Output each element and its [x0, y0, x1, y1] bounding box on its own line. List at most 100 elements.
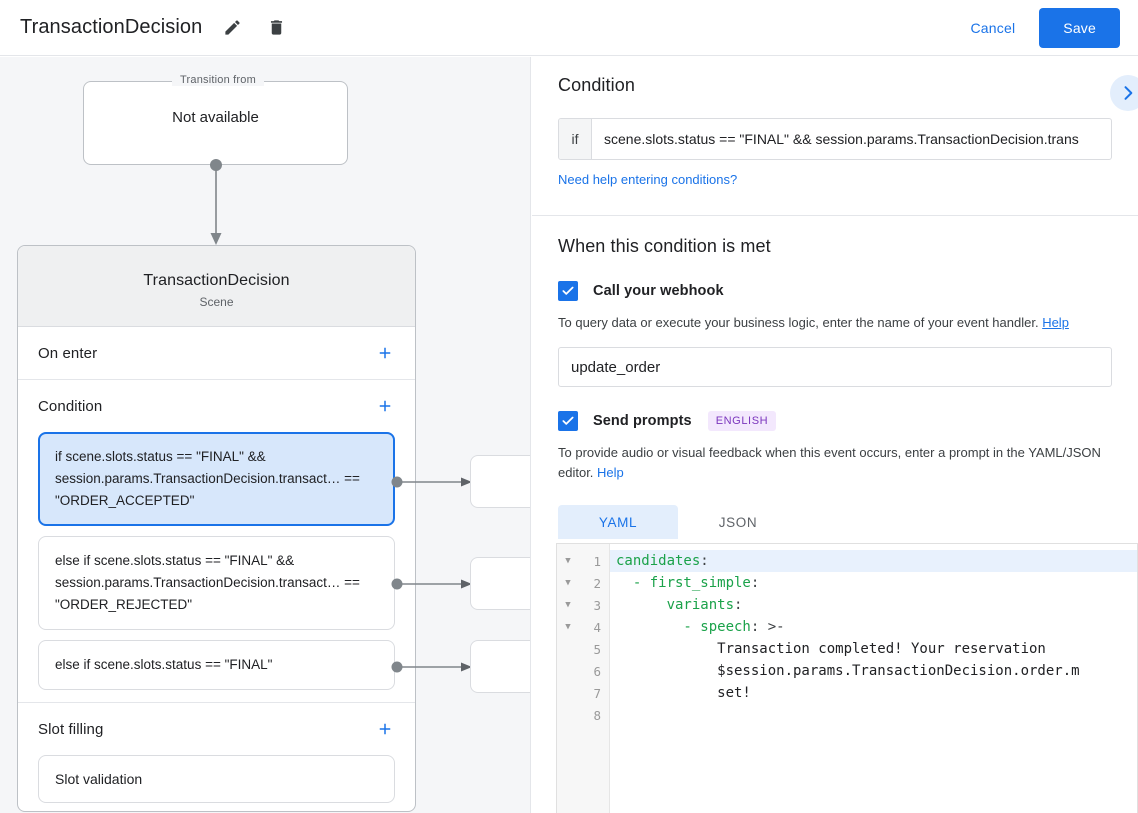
code-line[interactable]	[610, 704, 1137, 726]
line-number: 4	[593, 619, 601, 635]
transition-to-node[interactable]: Transition to TransactionDecision Scene …	[17, 245, 416, 812]
fold-triangle-icon[interactable]: ▼	[565, 577, 571, 588]
code-line[interactable]: candidates:	[610, 550, 1137, 572]
section-slot-filling: Slot filling Slot validation	[18, 703, 415, 811]
yaml-key-token: - first_simple	[616, 575, 751, 591]
gutter-row: ▼2	[557, 572, 609, 594]
yaml-key-token: variants	[616, 597, 735, 613]
transition-from-node[interactable]: Transition from Not available	[83, 74, 348, 165]
tab-json[interactable]: JSON	[718, 514, 758, 530]
when-condition-met-section: When this condition is met Call your web…	[532, 216, 1138, 539]
top-app-bar: TransactionDecision Cancel Save	[0, 0, 1138, 56]
scene-type-label: Scene	[199, 295, 234, 309]
prompts-help-link[interactable]: Help	[597, 465, 624, 480]
gutter-row: ▼3	[557, 594, 609, 616]
gutter-row: 8	[557, 704, 609, 726]
line-number: 5	[593, 641, 601, 657]
section-on-enter-title: On enter	[38, 344, 98, 362]
call-webhook-label: Call your webhook	[593, 283, 724, 299]
code-line[interactable]: - speech: >-	[610, 616, 1137, 638]
section-condition: Condition if scene.slots.status == "FINA…	[18, 380, 415, 703]
condition-help-link[interactable]: Need help entering conditions?	[558, 172, 738, 187]
page-title: TransactionDecision	[20, 16, 203, 38]
scene-card-header: TransactionDecision Scene	[18, 246, 415, 327]
line-number: 1	[593, 553, 601, 569]
transition-from-legend: Transition from	[172, 74, 264, 86]
webhook-helper-prefix: To query data or execute your business l…	[558, 315, 1043, 330]
condition-editor-section: Condition if Need help entering conditio…	[532, 57, 1138, 216]
code-line[interactable]: - first_simple:	[610, 572, 1137, 594]
code-line[interactable]: Transaction completed! Your reservation	[610, 638, 1137, 660]
line-number: 6	[593, 663, 601, 679]
yaml-punct-token: :	[700, 553, 709, 569]
yaml-punct-token: :	[734, 597, 743, 613]
cancel-button[interactable]: Cancel	[957, 11, 1030, 45]
line-number: 7	[593, 685, 601, 701]
when-met-heading: When this condition is met	[558, 236, 771, 256]
call-webhook-row: Call your webhook	[558, 281, 1112, 301]
condition-input-row[interactable]: if	[558, 118, 1112, 160]
condition-heading: Condition	[558, 75, 635, 95]
section-slot-filling-title: Slot filling	[38, 720, 104, 738]
add-slot-filling-icon[interactable]	[375, 719, 395, 739]
condition-item-1[interactable]: else if scene.slots.status == "FINAL" &&…	[38, 536, 395, 630]
call-webhook-checkbox[interactable]	[558, 281, 578, 301]
target-node-stub-2[interactable]	[470, 640, 530, 693]
webhook-helper-text: To query data or execute your business l…	[558, 313, 1112, 333]
gutter-row: 7	[557, 682, 609, 704]
gutter-row: 5	[557, 638, 609, 660]
code-line[interactable]: variants:	[610, 594, 1137, 616]
scene-graph-canvas[interactable]: Transition from Not available Transition…	[0, 57, 531, 813]
fold-triangle-icon[interactable]: ▼	[565, 621, 571, 632]
section-on-enter: On enter	[18, 327, 415, 380]
add-on-enter-icon[interactable]	[375, 343, 395, 363]
prompts-helper-text: To provide audio or visual feedback when…	[558, 443, 1112, 483]
if-prefix-label: if	[559, 119, 592, 159]
gutter-row: ▼1	[557, 550, 609, 572]
target-node-stub-1[interactable]	[470, 557, 530, 610]
target-node-stub-0[interactable]	[470, 455, 530, 508]
section-condition-title: Condition	[38, 397, 103, 415]
tab-yaml[interactable]: YAML	[558, 505, 678, 539]
line-number: 2	[593, 575, 601, 591]
webhook-handler-input[interactable]	[558, 347, 1112, 387]
pencil-icon[interactable]	[218, 14, 246, 42]
yaml-text-token: $session.params.TransactionDecision.orde…	[616, 663, 1080, 679]
fold-triangle-icon[interactable]: ▼	[565, 599, 571, 610]
condition-item-0[interactable]: if scene.slots.status == "FINAL" && sess…	[38, 432, 395, 526]
save-button[interactable]: Save	[1039, 7, 1120, 48]
chevron-right-icon[interactable]	[1110, 75, 1138, 111]
section-condition-header: Condition	[18, 380, 415, 432]
scene-name: TransactionDecision	[143, 272, 290, 289]
gutter-row: ▼4	[557, 616, 609, 638]
yaml-key-token: candidates	[616, 553, 701, 569]
code-line[interactable]: set!	[610, 682, 1137, 704]
add-condition-icon[interactable]	[375, 396, 395, 416]
yaml-punct-token: :	[750, 575, 760, 591]
condition-item-2[interactable]: else if scene.slots.status == "FINAL"	[38, 640, 395, 690]
slot-validation-item[interactable]: Slot validation	[38, 755, 395, 803]
fold-triangle-icon[interactable]: ▼	[565, 555, 571, 566]
section-on-enter-header: On enter	[18, 327, 415, 379]
trash-icon[interactable]	[262, 14, 290, 42]
yaml-punct-token: : >-	[750, 619, 785, 635]
send-prompts-label: Send prompts	[593, 413, 692, 429]
transition-connector-arrow	[210, 159, 222, 245]
line-number: 8	[593, 707, 601, 723]
language-badge: ENGLISH	[707, 411, 777, 431]
send-prompts-row: Send prompts ENGLISH	[558, 411, 1112, 431]
editor-format-tabs: YAML JSON	[558, 505, 1112, 539]
code-line[interactable]: $session.params.TransactionDecision.orde…	[610, 660, 1137, 682]
yaml-key-token: - speech	[616, 619, 751, 635]
yaml-text-token: set!	[616, 685, 751, 701]
yaml-text-token: Transaction completed! Your reservation	[616, 641, 1046, 657]
line-number: 3	[593, 597, 601, 613]
editor-code-area[interactable]: candidates: - first_simple: variants: - …	[610, 544, 1137, 813]
webhook-help-link[interactable]: Help	[1042, 315, 1069, 330]
condition-expression-input[interactable]	[592, 119, 1111, 159]
send-prompts-checkbox[interactable]	[558, 411, 578, 431]
transition-from-title: Not available	[172, 109, 259, 126]
prompts-helper-prefix: To provide audio or visual feedback when…	[558, 445, 1101, 480]
